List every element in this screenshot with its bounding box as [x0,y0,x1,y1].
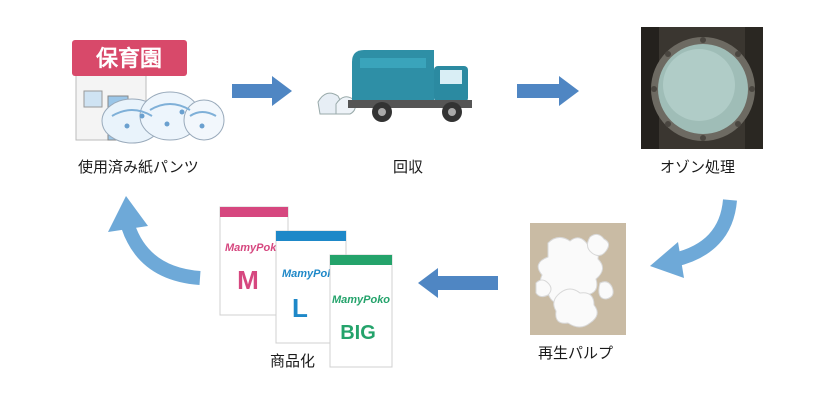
garbage-truck-illustration [312,42,482,126]
nursery-sign-text: 保育園 [95,46,162,72]
svg-text:M: M [237,265,259,295]
arrow-left [416,268,500,298]
ozone-tank-photo [641,27,763,149]
curved-arrow-down [640,196,750,286]
recycled-pulp-label: 再生パルプ [538,344,614,362]
recycled-pulp-photo [530,223,626,335]
svg-text:BIG: BIG [340,322,376,344]
arrow-right-1 [232,76,294,106]
product-packs-illustration: MamyPoko M MamyPoko L MamyPoko BIG [218,205,394,370]
arrow-right-2 [517,76,581,106]
product-label: 商品化 [270,352,316,370]
pack-big: MamyPoko BIG [329,254,393,368]
nursery-illustration: 保育園 [72,36,227,148]
svg-text:MamyPoko: MamyPoko [282,268,340,280]
svg-text:MamyPoko: MamyPoko [332,294,390,306]
svg-text:L: L [292,293,308,323]
curved-arrow-up [100,192,210,292]
ozone-label: オゾン処理 [660,158,736,176]
used-pants-label: 使用済み紙パンツ [78,158,199,176]
svg-text:MamyPoko: MamyPoko [225,242,283,254]
collection-label: 回収 [393,158,424,176]
